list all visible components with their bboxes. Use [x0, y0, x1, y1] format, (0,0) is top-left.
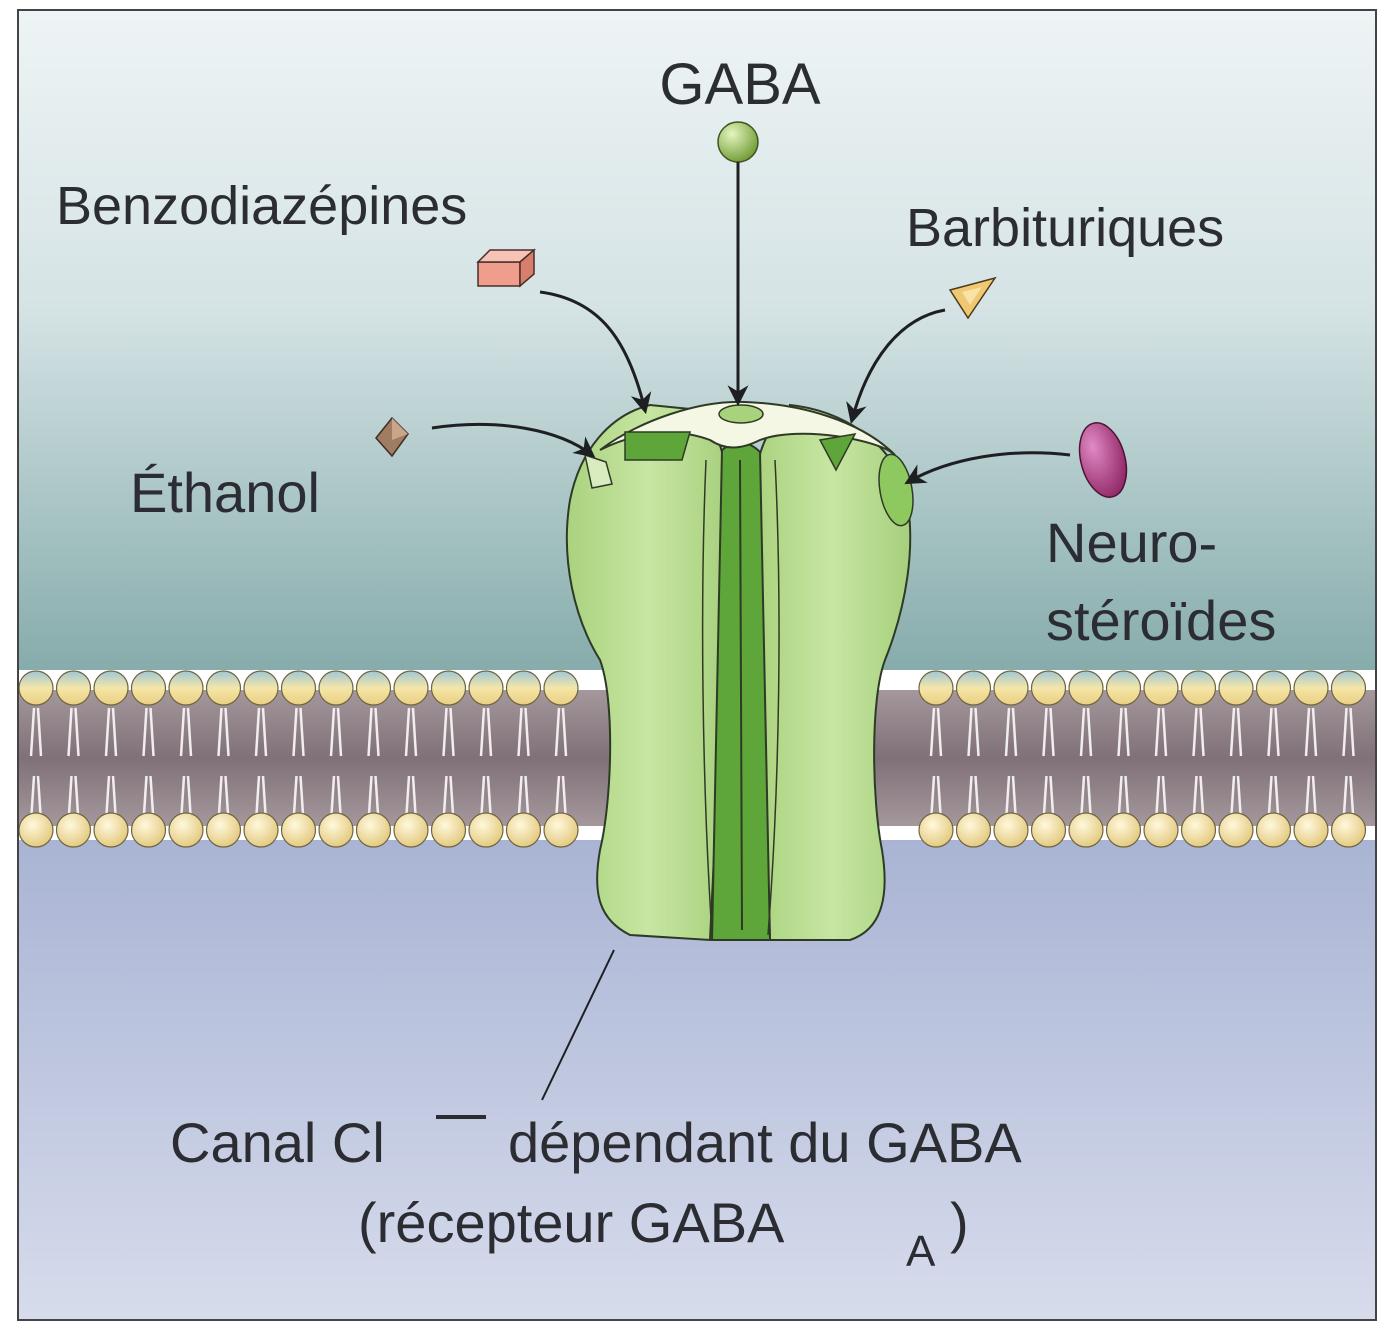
- lipid-head-outer: [469, 671, 503, 705]
- label-receptor-subscript: A: [906, 1227, 936, 1276]
- lipid-head-inner: [1294, 813, 1328, 847]
- lipid-head-outer: [1294, 671, 1328, 705]
- lipid-head-outer: [432, 671, 466, 705]
- lipid-head-inner: [1069, 813, 1103, 847]
- lipid-head-outer: [319, 671, 353, 705]
- lipid-head-inner: [244, 813, 278, 847]
- label-channel-part1: Canal Cl: [170, 1111, 385, 1174]
- label-channel-part2: dépendant du GABA: [508, 1111, 1022, 1174]
- lipid-head-outer: [919, 671, 953, 705]
- lipid-head-outer: [357, 671, 391, 705]
- lipid-head-outer: [1332, 671, 1366, 705]
- lipid-head-inner: [1144, 813, 1178, 847]
- lipid-head-inner: [507, 813, 541, 847]
- lipid-head-outer: [544, 671, 578, 705]
- lipid-head-outer: [1032, 671, 1066, 705]
- label-ethanol: Éthanol: [130, 461, 320, 524]
- lipid-head-outer: [169, 671, 203, 705]
- lipid-head-inner: [394, 813, 428, 847]
- lipid-head-inner: [132, 813, 166, 847]
- lipid-head-outer: [244, 671, 278, 705]
- lipid-head-inner: [1032, 813, 1066, 847]
- lipid-head-outer: [1182, 671, 1216, 705]
- lipid-head-inner: [1219, 813, 1253, 847]
- lipid-head-outer: [507, 671, 541, 705]
- lipid-head-outer: [1069, 671, 1103, 705]
- lipid-head-outer: [19, 671, 53, 705]
- lipid-head-inner: [957, 813, 991, 847]
- label-receptor-close: ): [950, 1191, 969, 1254]
- lipid-head-outer: [957, 671, 991, 705]
- lipid-head-outer: [57, 671, 91, 705]
- lipid-head-outer: [1219, 671, 1253, 705]
- lipid-head-inner: [19, 813, 53, 847]
- lipid-head-outer: [94, 671, 128, 705]
- lipid-head-inner: [169, 813, 203, 847]
- lipid-head-inner: [94, 813, 128, 847]
- lipid-head-outer: [394, 671, 428, 705]
- lipid-head-inner: [919, 813, 953, 847]
- label-neurosteroides-1: Neuro-: [1046, 511, 1217, 574]
- lipid-head-outer: [282, 671, 316, 705]
- label-gaba: GABA: [659, 52, 820, 117]
- lipid-head-inner: [432, 813, 466, 847]
- lipid-head-inner: [319, 813, 353, 847]
- lipid-head-outer: [132, 671, 166, 705]
- lipid-head-inner: [1182, 813, 1216, 847]
- label-channel: Canal Cl: [170, 1111, 385, 1174]
- lipid-head-inner: [469, 813, 503, 847]
- lipid-head-inner: [282, 813, 316, 847]
- label-receptor-part1: (récepteur GABA: [358, 1191, 785, 1254]
- label-neurosteroides-2: stéroïdes: [1046, 589, 1276, 652]
- lipid-head-outer: [1107, 671, 1141, 705]
- lipid-head-outer: [1257, 671, 1291, 705]
- lipid-head-outer: [994, 671, 1028, 705]
- benzodiazepine-icon: [478, 250, 534, 286]
- lipid-head-outer: [1144, 671, 1178, 705]
- lipid-head-inner: [57, 813, 91, 847]
- label-benzodiazepines: Benzodiazépines: [56, 176, 467, 236]
- lipid-head-inner: [1107, 813, 1141, 847]
- lipid-head-inner: [1332, 813, 1366, 847]
- lipid-head-inner: [207, 813, 241, 847]
- label-receptor: (récepteur GABA: [358, 1191, 785, 1254]
- lipid-head-inner: [994, 813, 1028, 847]
- lipid-head-inner: [357, 813, 391, 847]
- lipid-head-inner: [1257, 813, 1291, 847]
- lipid-head-inner: [544, 813, 578, 847]
- lipid-head-outer: [207, 671, 241, 705]
- gaba-ligand-icon: [718, 122, 758, 162]
- label-barbituriques: Barbituriques: [906, 198, 1224, 258]
- gaba-a-receptor-channel: [567, 402, 918, 940]
